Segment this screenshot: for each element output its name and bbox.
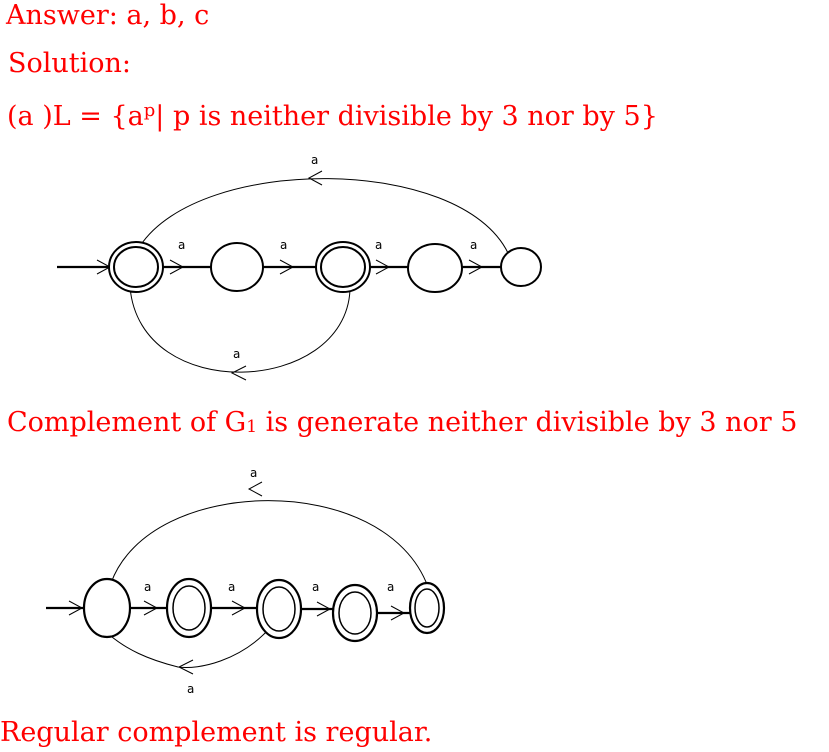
state-p1-accept-ring xyxy=(172,585,206,631)
label-q2-q0: a xyxy=(233,347,240,361)
complement-statement: Complement of G1 is generate neither div… xyxy=(7,409,797,436)
edge-q2-q0 xyxy=(129,286,351,373)
arrowhead-p4-p0 xyxy=(247,481,263,497)
label-q2-q3: a xyxy=(375,238,382,252)
answer-line: Answer: a, b, c xyxy=(6,0,210,31)
state-p3-accept-ring xyxy=(338,591,372,635)
language-definition: (a )L = {ap| p is neither divisible by 3… xyxy=(7,100,658,132)
state-q3 xyxy=(407,243,463,293)
edge-q4-q0 xyxy=(139,178,509,254)
arrowhead-q2-q3 xyxy=(375,259,391,275)
arrowhead-q0-q1 xyxy=(169,259,185,275)
subscript-1: 1 xyxy=(246,417,258,437)
solution-heading: Solution: xyxy=(8,48,132,79)
arrowhead-p1-p2 xyxy=(231,600,247,616)
state-p1 xyxy=(165,577,213,639)
state-p2 xyxy=(255,578,303,640)
arrowhead-p2-p0 xyxy=(177,659,194,675)
label-p4-p0: a xyxy=(250,466,257,480)
dfa-diagram-2: a a a a a a xyxy=(46,466,446,696)
state-q4 xyxy=(500,247,542,287)
arrowhead-q4-q0 xyxy=(307,170,323,186)
arrowhead-q1-q2 xyxy=(279,259,295,275)
complement-prefix: Complement of G xyxy=(7,407,247,438)
label-p0-p1: a xyxy=(144,580,151,594)
dfa-diagram-1: a a a a a a xyxy=(57,153,542,381)
arrowhead-q2-q0 xyxy=(230,365,247,381)
complement-suffix: is generate neither divisible by 3 nor 5 xyxy=(257,407,798,438)
arrowhead-p3-p4 xyxy=(390,605,406,621)
label-q4-q0: a xyxy=(311,153,318,167)
label-p2-p3: a xyxy=(312,580,319,594)
state-p4-accept-ring xyxy=(414,588,440,628)
state-q1 xyxy=(210,242,264,292)
label-q0-q1: a xyxy=(178,238,185,252)
label-q3-q4: a xyxy=(470,238,477,252)
label-p2-p0: a xyxy=(187,682,194,696)
state-q0 xyxy=(108,241,164,293)
state-q2 xyxy=(315,241,371,293)
label-p1-p2: a xyxy=(228,580,235,594)
arrowhead-p0-p1 xyxy=(143,600,159,616)
state-p0 xyxy=(82,577,132,639)
label-q1-q2: a xyxy=(280,238,287,252)
arrowhead-q3-q4 xyxy=(468,259,484,275)
edge-p4-p0 xyxy=(110,500,429,588)
conclusion-line: Regular complement is regular. xyxy=(0,717,433,748)
arrowhead-p2-p3 xyxy=(316,601,332,617)
state-p3 xyxy=(331,583,379,643)
exponent-p: p xyxy=(143,100,156,121)
definition-prefix: (a )L = {a xyxy=(7,101,144,132)
state-q2-accept-ring xyxy=(320,246,366,288)
state-p2-accept-ring xyxy=(262,586,296,632)
state-q0-accept-ring xyxy=(113,246,159,288)
start-arrowhead-2 xyxy=(68,600,84,616)
label-p3-p4: a xyxy=(387,580,394,594)
definition-suffix: | p is neither divisible by 3 nor by 5} xyxy=(155,101,658,132)
